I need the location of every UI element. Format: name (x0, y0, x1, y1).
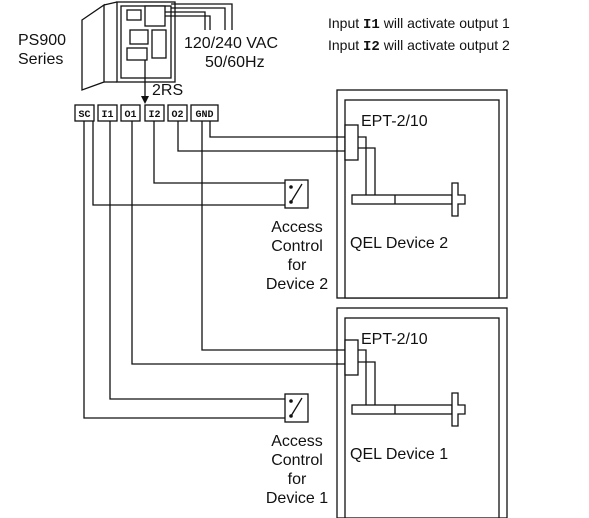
door-1-panel (344, 317, 500, 518)
wiring (83, 121, 376, 419)
arrow-head-icon (141, 96, 149, 104)
door-1-lever-icon (451, 392, 466, 427)
terminal-gnd: GND (195, 110, 213, 121)
terminal-o1: O1 (124, 110, 136, 121)
wire-o1-ept1 (131, 121, 345, 365)
terminal-i2: I2 (148, 110, 160, 121)
ac2-line4: Device 2 (266, 276, 328, 293)
ps-name-line2: Series (18, 51, 63, 68)
door-2-exit-bar (351, 194, 453, 205)
note-line-2: Input I2 will activate output 2 (328, 37, 510, 55)
ac2-line3: for (288, 257, 307, 274)
wire-ept2-bar-a (358, 136, 367, 195)
wire-i1-ac1 (109, 121, 285, 400)
cabinet-board-a (126, 9, 142, 21)
wire-sc-ac1 (83, 121, 285, 419)
wire-sc-ac2 (92, 121, 285, 206)
ac1-line1: Access (271, 433, 323, 450)
ac1-line4: Device 1 (266, 490, 328, 507)
wire-gnd-ept2 (209, 121, 345, 138)
wire-ept1-bar-b (358, 361, 376, 405)
cabinet-board-c (129, 29, 149, 45)
terminal-sc: SC (78, 110, 90, 121)
door-1-ept-label: EPT-2/10 (361, 331, 428, 348)
ac2-line2: Control (271, 238, 323, 255)
door-1-qel-label: QEL Device 1 (350, 446, 448, 463)
door-2-lever-icon (451, 182, 466, 217)
terminal-box-gnd (190, 104, 219, 122)
cabinet-board-e (126, 47, 148, 61)
door-2-qel-label: QEL Device 2 (350, 235, 448, 252)
terminal-strip: SC I1 O1 I2 O2 GND (74, 104, 219, 122)
terminal-i1: I1 (101, 110, 113, 121)
note-line-1: Input I1 will activate output 1 (328, 15, 510, 33)
switch-1-contact-icon (290, 397, 303, 417)
power-supply-cabinet (81, 1, 233, 104)
terminal-box-o1 (120, 104, 141, 122)
access-control-switch-2 (284, 179, 309, 209)
ps-voltage: 120/240 VAC (184, 35, 278, 52)
ac1-line2: Control (271, 452, 323, 469)
ps-frequency: 50/60Hz (205, 54, 265, 71)
ps-name-line1: PS900 (18, 32, 66, 49)
switch-2-contact-icon (290, 183, 303, 203)
wire-ept2-bar-b (358, 147, 376, 195)
cabinet-door (81, 3, 105, 91)
door-1-ept-block (344, 339, 359, 376)
door-1 (336, 307, 508, 518)
wire-i2-ac2 (153, 121, 285, 184)
wire-gnd-ept1 (201, 121, 345, 351)
access-control-switch-1 (284, 393, 309, 423)
door-2-ept-block (344, 124, 359, 161)
cabinet-board-b (144, 5, 166, 27)
wire-o2-ept2 (177, 121, 345, 152)
door-2-ept-label: EPT-2/10 (361, 113, 428, 130)
module-label: 2RS (152, 82, 183, 99)
ac2-line1: Access (271, 219, 323, 236)
door-2 (336, 89, 508, 299)
ac1-line3: for (288, 471, 307, 488)
cabinet-board-d (151, 29, 167, 59)
wire-ept1-bar-a (358, 349, 367, 405)
door-1-exit-bar (351, 404, 453, 415)
terminal-o2: O2 (171, 110, 183, 121)
terminal-box-i1 (97, 104, 118, 122)
